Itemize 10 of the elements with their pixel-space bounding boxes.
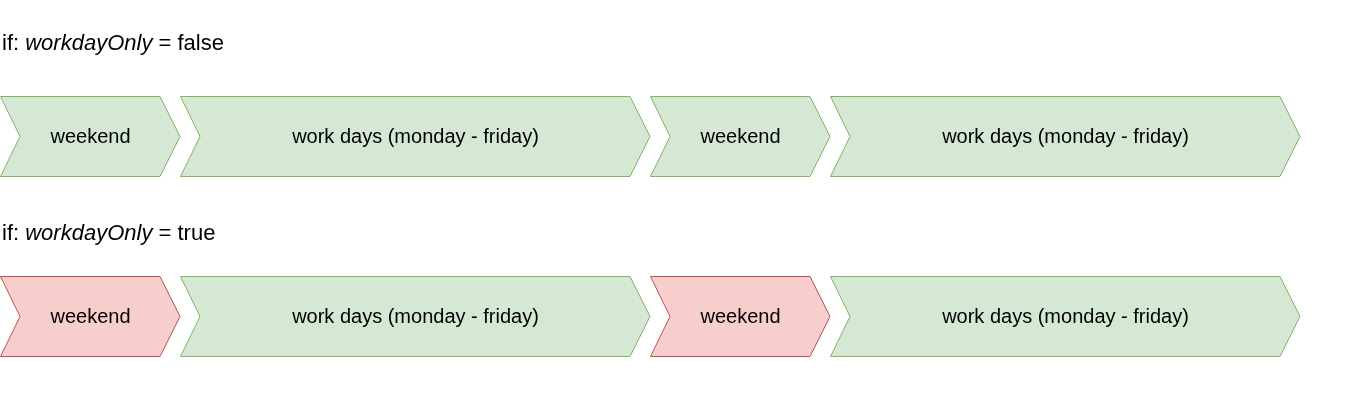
step-label: work days (monday - friday) xyxy=(292,125,539,148)
step-label: work days (monday - friday) xyxy=(942,125,1189,148)
step-label: weekend xyxy=(700,305,781,328)
step-label: work days (monday - friday) xyxy=(942,305,1189,328)
condition-label: if: workdayOnly = true xyxy=(2,220,216,246)
step-label: weekend xyxy=(50,305,131,328)
step-label: weekend xyxy=(700,125,781,148)
step-label: weekend xyxy=(50,125,131,148)
condition-label: if: workdayOnly = false xyxy=(2,30,224,56)
step-label: work days (monday - friday) xyxy=(292,305,539,328)
